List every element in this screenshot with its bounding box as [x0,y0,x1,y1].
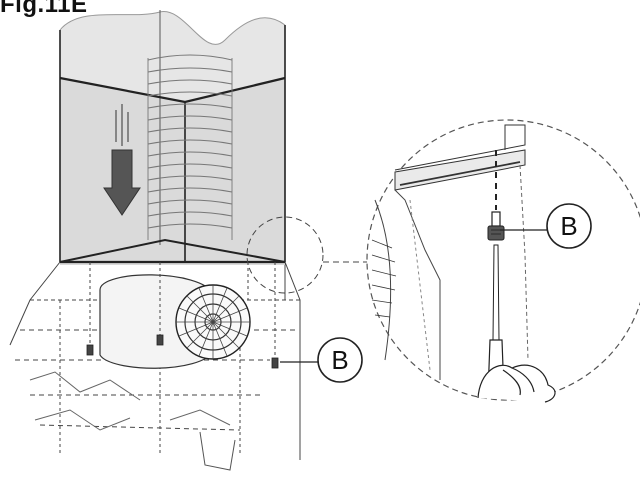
callout-b-detail: B [500,203,592,249]
hand-icon [477,364,556,403]
figure-title: Fig.11E [0,0,88,18]
alignment-lines [89,262,276,360]
down-arrow-icon [103,104,141,216]
callout-b-main: B [280,337,363,383]
detail-leader [246,216,375,294]
callout-label: B [560,211,577,241]
screw-icon [86,334,279,369]
blower-fan [99,274,251,369]
detail-magnifier [366,119,640,403]
callout-label: B [331,345,348,375]
flexible-duct [147,54,233,240]
chimney-hood-assembly [9,10,301,471]
chimney-cover [59,10,286,265]
